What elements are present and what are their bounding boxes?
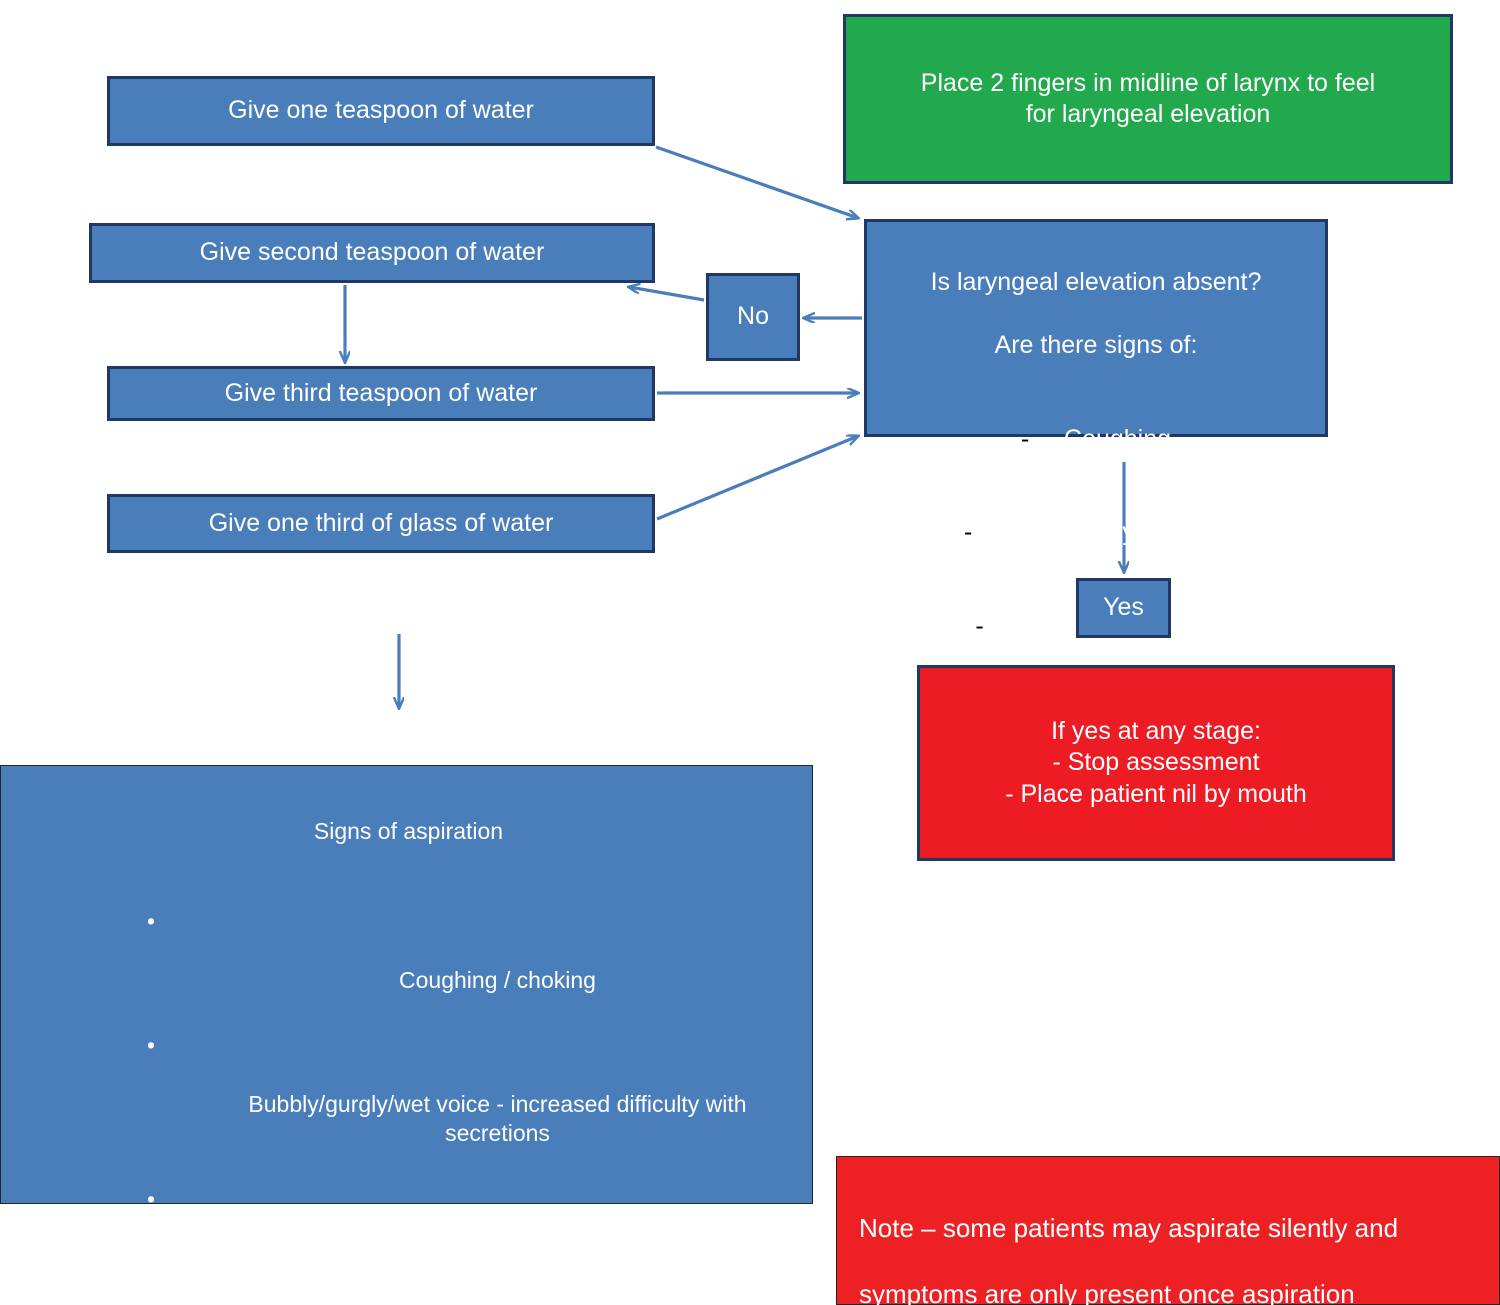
signs-of-aspiration-list: • Coughing / choking • Bubbly/gurgly/wet… <box>21 878 796 1305</box>
decision-item-2-text: Respiratory distress <box>1007 518 1228 547</box>
node-give-second-teaspoon[interactable]: Give second teaspoon of water <box>89 223 655 283</box>
bullet-icon: • <box>147 1185 156 1212</box>
list-item: • Bubbly/gurgly/wet voice - increased di… <box>21 1031 796 1149</box>
node-give-third-teaspoon[interactable]: Give third teaspoon of water <box>107 366 655 421</box>
decision-dash-3: - <box>975 612 984 640</box>
node-decision-laryngeal-elevation[interactable]: Is laryngeal elevation absent? Are there… <box>864 219 1328 640</box>
list-item-label: Voice loss <box>445 1244 550 1271</box>
list-item: • Coughing / choking <box>21 907 796 995</box>
decision-line-2: Are there signs of: <box>994 330 1198 359</box>
note-line-1: Note – some patients may aspirate silent… <box>859 1212 1399 1243</box>
note-line-2: symptoms are only present once aspiratio… <box>859 1278 1355 1305</box>
decision-dash-1: - <box>1020 424 1030 453</box>
arrow-glass-to-decision <box>656 436 858 521</box>
arrow-teaspoon1-to-decision <box>655 145 858 218</box>
arrow-no-to-teaspoon2 <box>629 287 705 302</box>
node-give-one-teaspoon[interactable]: Give one teaspoon of water <box>107 76 655 146</box>
node-silent-aspiration-note[interactable]: Note – some patients may aspirate silent… <box>836 1156 1500 1305</box>
decision-item-coughing: - Coughing <box>877 392 1315 455</box>
signs-of-aspiration-title: Signs of aspiration <box>313 817 504 844</box>
list-item-label: Coughing / choking <box>399 966 596 993</box>
node-signs-of-aspiration[interactable]: Signs of aspiration • Coughing / choking… <box>0 765 813 1270</box>
bullet-icon: • <box>147 1032 156 1059</box>
decision-line-1: Is laryngeal elevation absent? <box>930 268 1262 297</box>
node-if-yes-stop-assessment[interactable]: If yes at any stage: - Stop assessment -… <box>917 665 1395 861</box>
list-item-label: Bubbly/gurgly/wet voice - increased diff… <box>248 1090 747 1147</box>
node-no-branch[interactable]: No <box>706 273 800 361</box>
decision-item-respiratory-distress: - Respiratory distress <box>877 486 1315 549</box>
node-yes-branch[interactable]: Yes <box>1076 578 1171 638</box>
list-item: • Voice loss <box>21 1185 796 1273</box>
bullet-icon: • <box>147 908 156 934</box>
node-place-fingers-larynx[interactable]: Place 2 fingers in midline of larynx to … <box>843 14 1453 184</box>
decision-item-1-text: Coughing <box>1064 424 1172 453</box>
decision-dash-2: - <box>964 518 973 547</box>
node-give-one-third-glass[interactable]: Give one third of glass of water <box>107 494 655 553</box>
